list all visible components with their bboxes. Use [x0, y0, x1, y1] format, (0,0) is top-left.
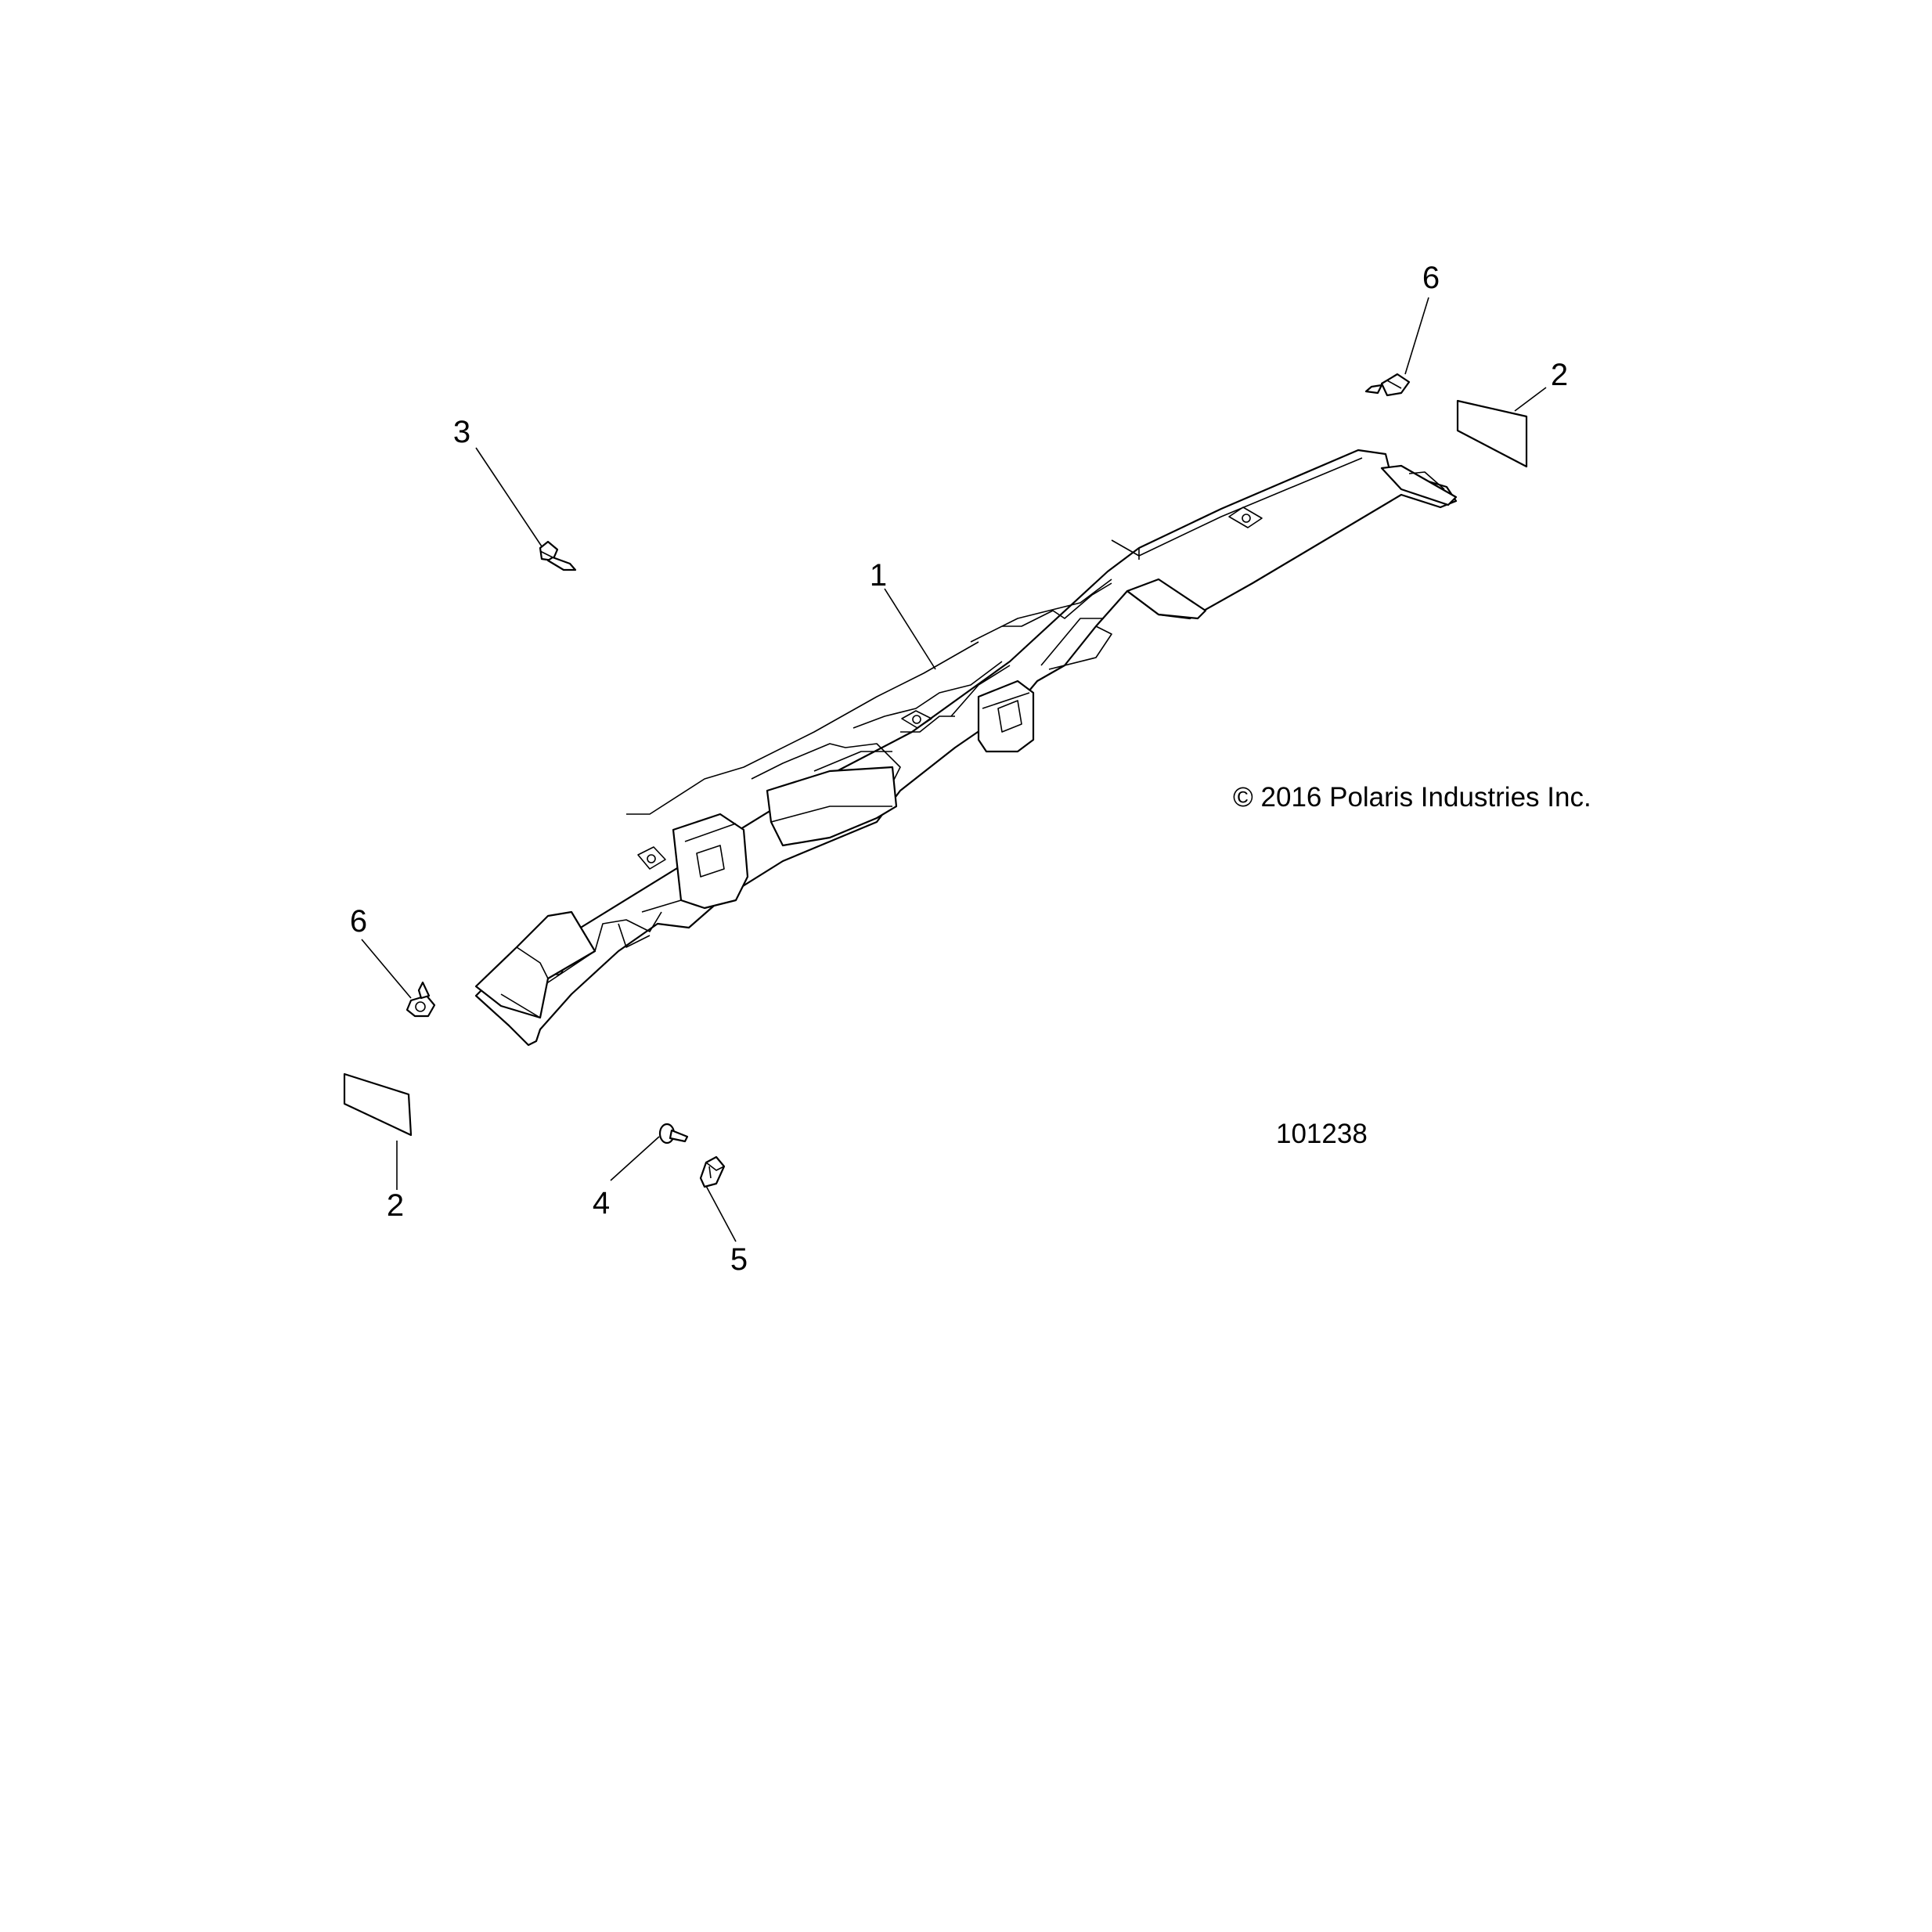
decal-label-icon	[1456, 399, 1528, 468]
callout-2-left: 2	[387, 1188, 404, 1223]
callout-2-right: 2	[1551, 358, 1568, 392]
callout-4: 4	[593, 1186, 610, 1220]
callout-3: 3	[453, 415, 470, 449]
push-rivet-icon	[1364, 373, 1411, 397]
callout-6-right: 6	[1422, 261, 1440, 295]
clip-icon	[699, 1155, 726, 1188]
screw-icon	[658, 1123, 689, 1144]
callout-6-left: 6	[350, 904, 367, 939]
bumper-part-drawing	[474, 449, 1458, 1047]
push-rivet-icon	[406, 981, 436, 1018]
callout-5: 5	[730, 1242, 748, 1277]
figure-number: 101238	[1276, 1119, 1368, 1149]
leader-lines	[361, 297, 1547, 1242]
screw-icon	[539, 540, 577, 571]
decal-label-icon	[343, 1072, 413, 1137]
copyright-notice: © 2016 Polaris Industries Inc.	[1233, 782, 1591, 813]
callout-1: 1	[870, 558, 887, 593]
